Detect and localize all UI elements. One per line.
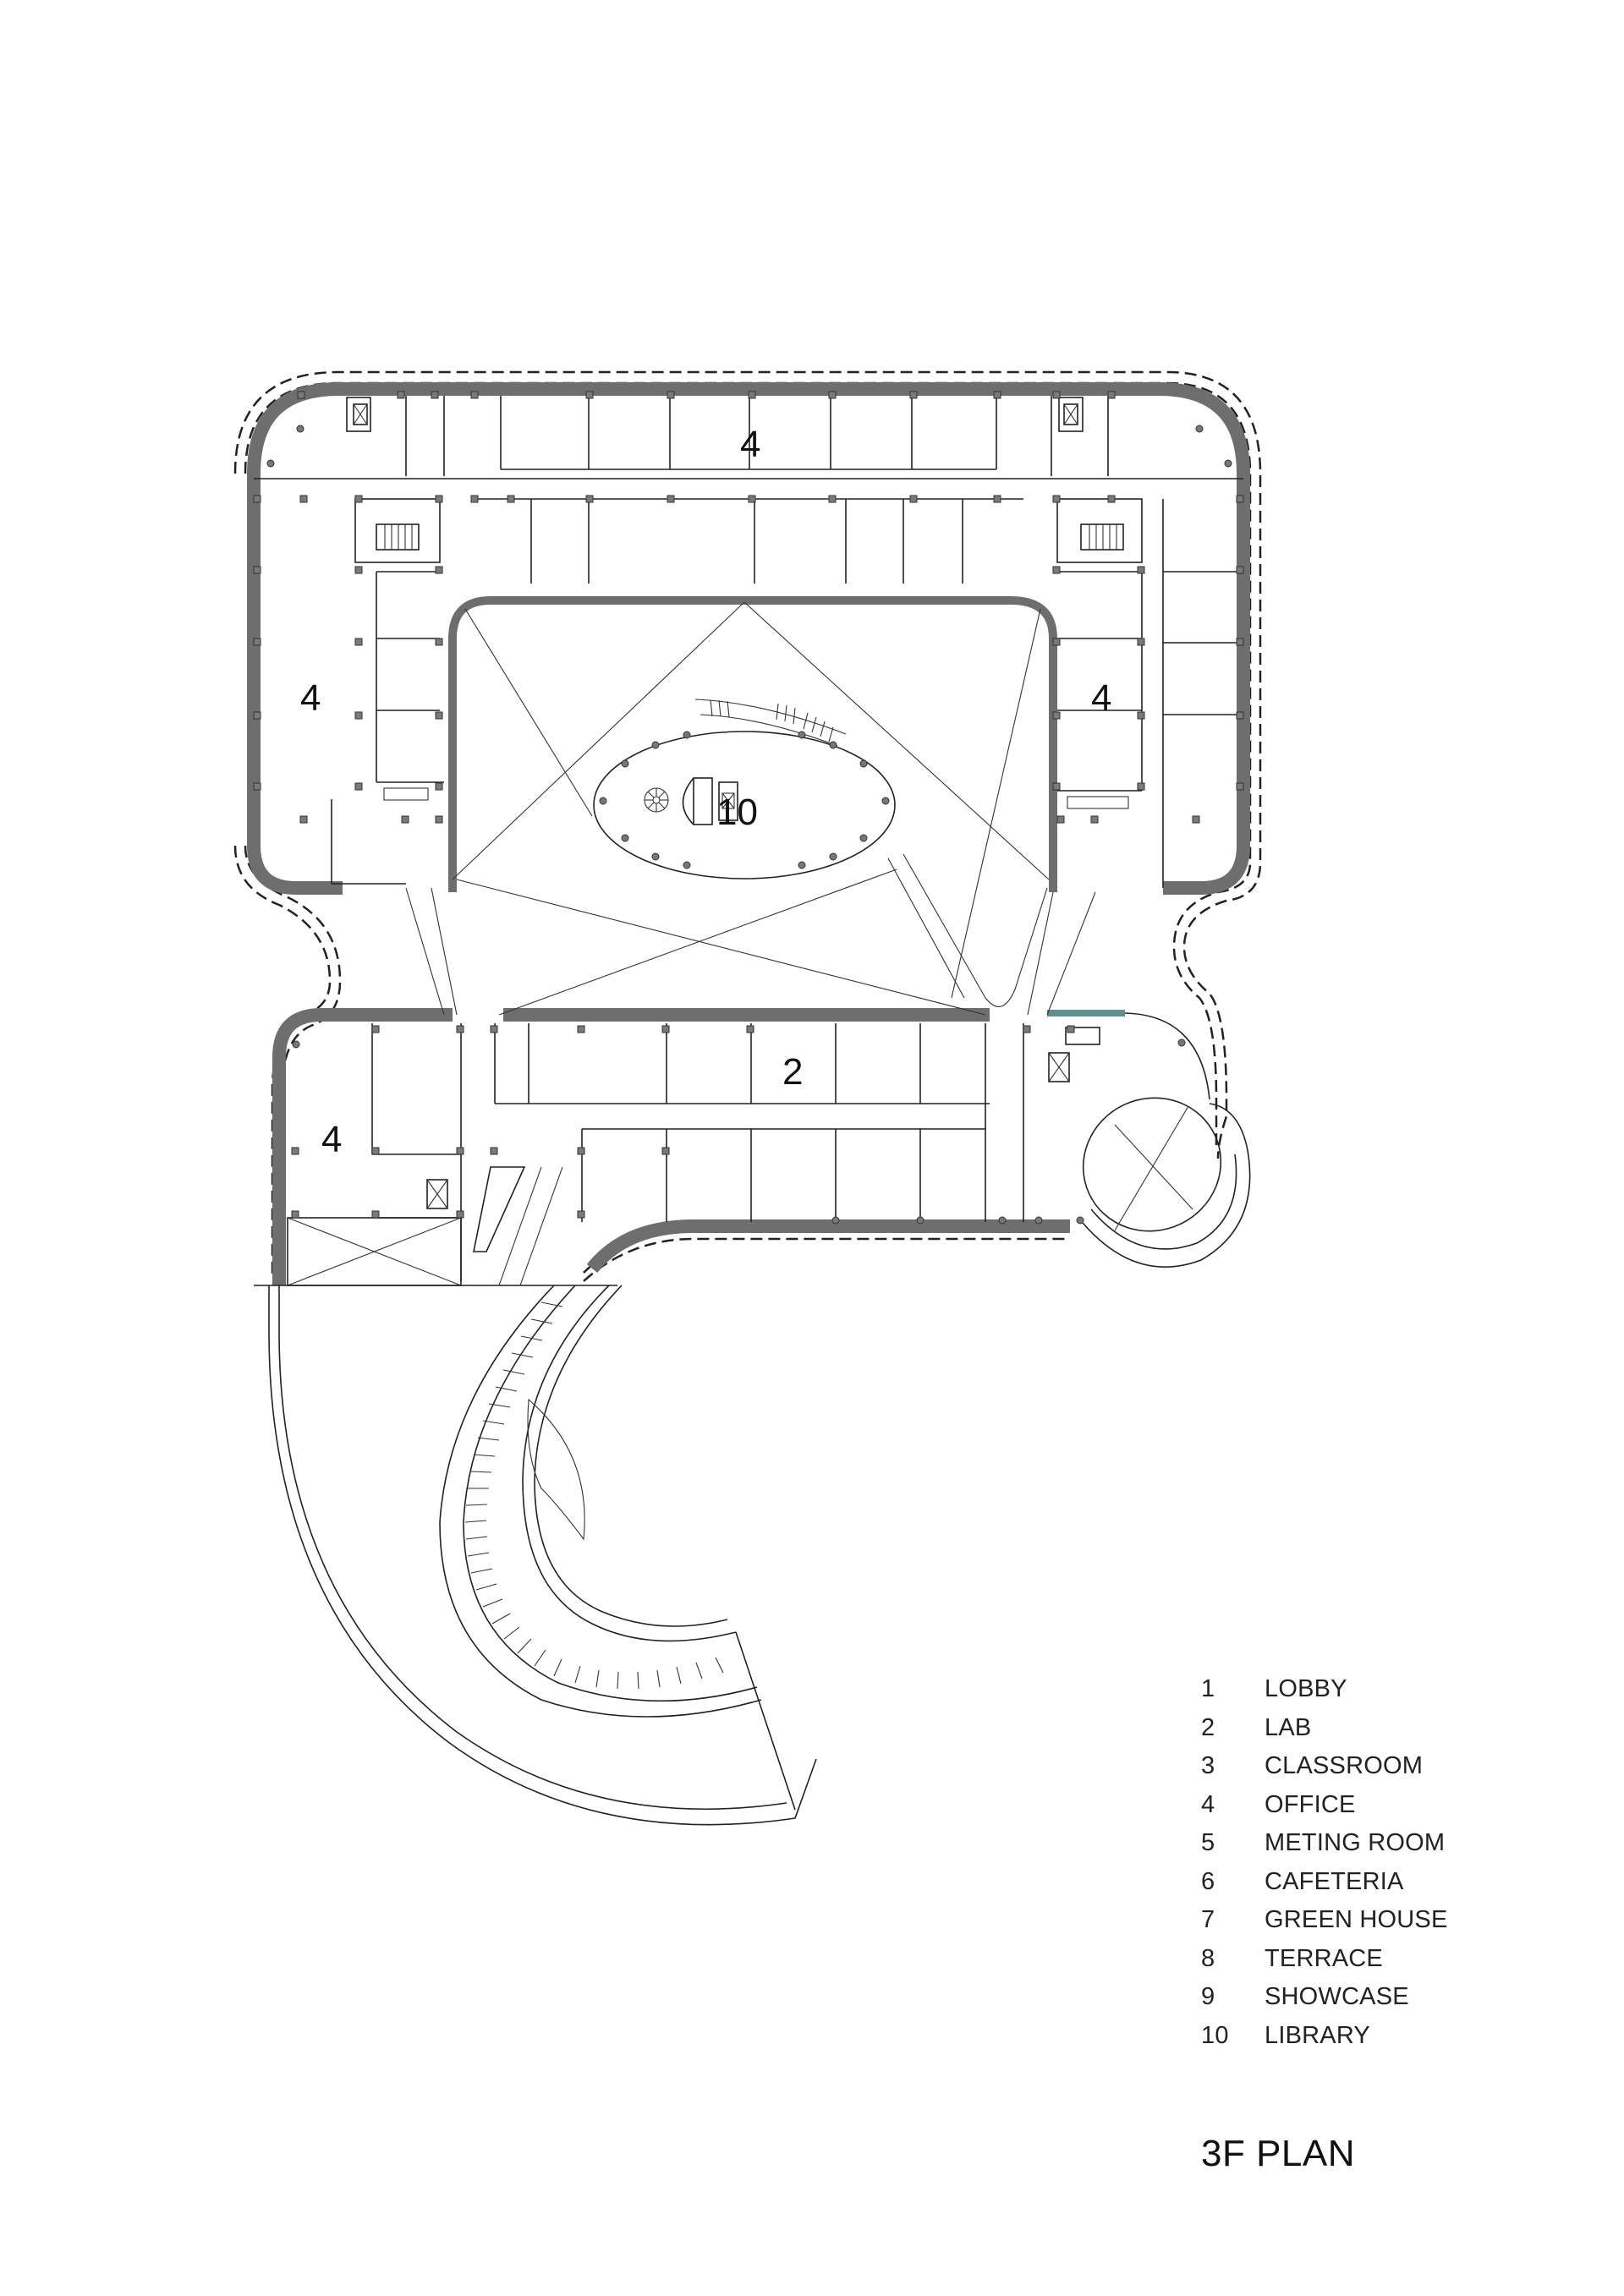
legend-item: 1 LOBBY [1201,1670,1448,1709]
legend-item: 9 SHOWCASE [1201,1978,1448,2017]
upper-left-rooms [331,571,444,885]
room-label-office-right: 4 [1091,677,1111,719]
legend-number: 9 [1201,1983,1215,2011]
legend-number: 6 [1201,1867,1215,1895]
room-label-library: 10 [716,792,758,833]
legend-number: 7 [1201,1906,1215,1934]
legend-item: 3 CLASSROOM [1201,1747,1448,1786]
room-label-office-top: 4 [740,424,760,465]
round-columns [266,425,1232,1225]
legend-label: METING ROOM [1265,1829,1446,1857]
legend-number: 4 [1201,1790,1215,1818]
lower-wing-rooms [254,1012,1210,1286]
legend-item: 2 LAB [1201,1709,1448,1748]
lower-wing-walls [272,1008,1125,1285]
curved-ramp [268,1285,817,1826]
legend-label: LAB [1265,1713,1312,1741]
room-label-office-lower-left: 4 [321,1119,342,1160]
legend-number: 10 [1201,2021,1229,2049]
legend-number: 2 [1201,1713,1215,1741]
legend-label: OFFICE [1265,1790,1356,1818]
room-number-labels: 4 4 4 10 2 4 [300,424,1111,1160]
legend-label: LOBBY [1265,1675,1347,1703]
legend-number: 1 [1201,1675,1215,1703]
legend-item: 8 TERRACE [1201,1940,1448,1979]
ramp-treads [464,1301,724,1690]
round-stair-tower [1078,1097,1251,1268]
plan-title: 3F PLAN [1201,2133,1356,2174]
legend-item: 6 CAFETERIA [1201,1863,1448,1902]
room-label-lab: 2 [782,1051,803,1093]
legend-item: 5 METING ROOM [1201,1824,1448,1863]
legend-number: 8 [1201,1944,1215,1972]
legend-item: 7 GREEN HOUSE [1201,1901,1448,1940]
legend-item: 4 OFFICE [1201,1786,1448,1825]
legend-number: 5 [1201,1829,1215,1857]
legend-number: 3 [1201,1752,1215,1780]
legend-label: TERRACE [1265,1944,1383,1972]
library-columns [599,731,890,869]
upper-wing-walls [247,382,1250,895]
atrium-diagonals [405,601,1096,1016]
room-legend: 1 LOBBY 2 LAB 3 CLASSROOM 4 OFFICE 5 MET… [1201,1670,1448,2055]
legend-label: CAFETERIA [1265,1867,1404,1895]
library-ellipse [593,699,896,879]
structural-columns [253,391,1244,1219]
legend-label: CLASSROOM [1265,1752,1424,1780]
upper-top-rooms [254,396,1243,584]
legend-label: LIBRARY [1265,2021,1370,2049]
legend-item: 10 LIBRARY [1201,2017,1448,2056]
legend-label: GREEN HOUSE [1265,1906,1448,1934]
upper-right-rooms [1057,499,1239,888]
legend-label: SHOWCASE [1265,1983,1409,2011]
room-label-office-left: 4 [300,677,321,719]
